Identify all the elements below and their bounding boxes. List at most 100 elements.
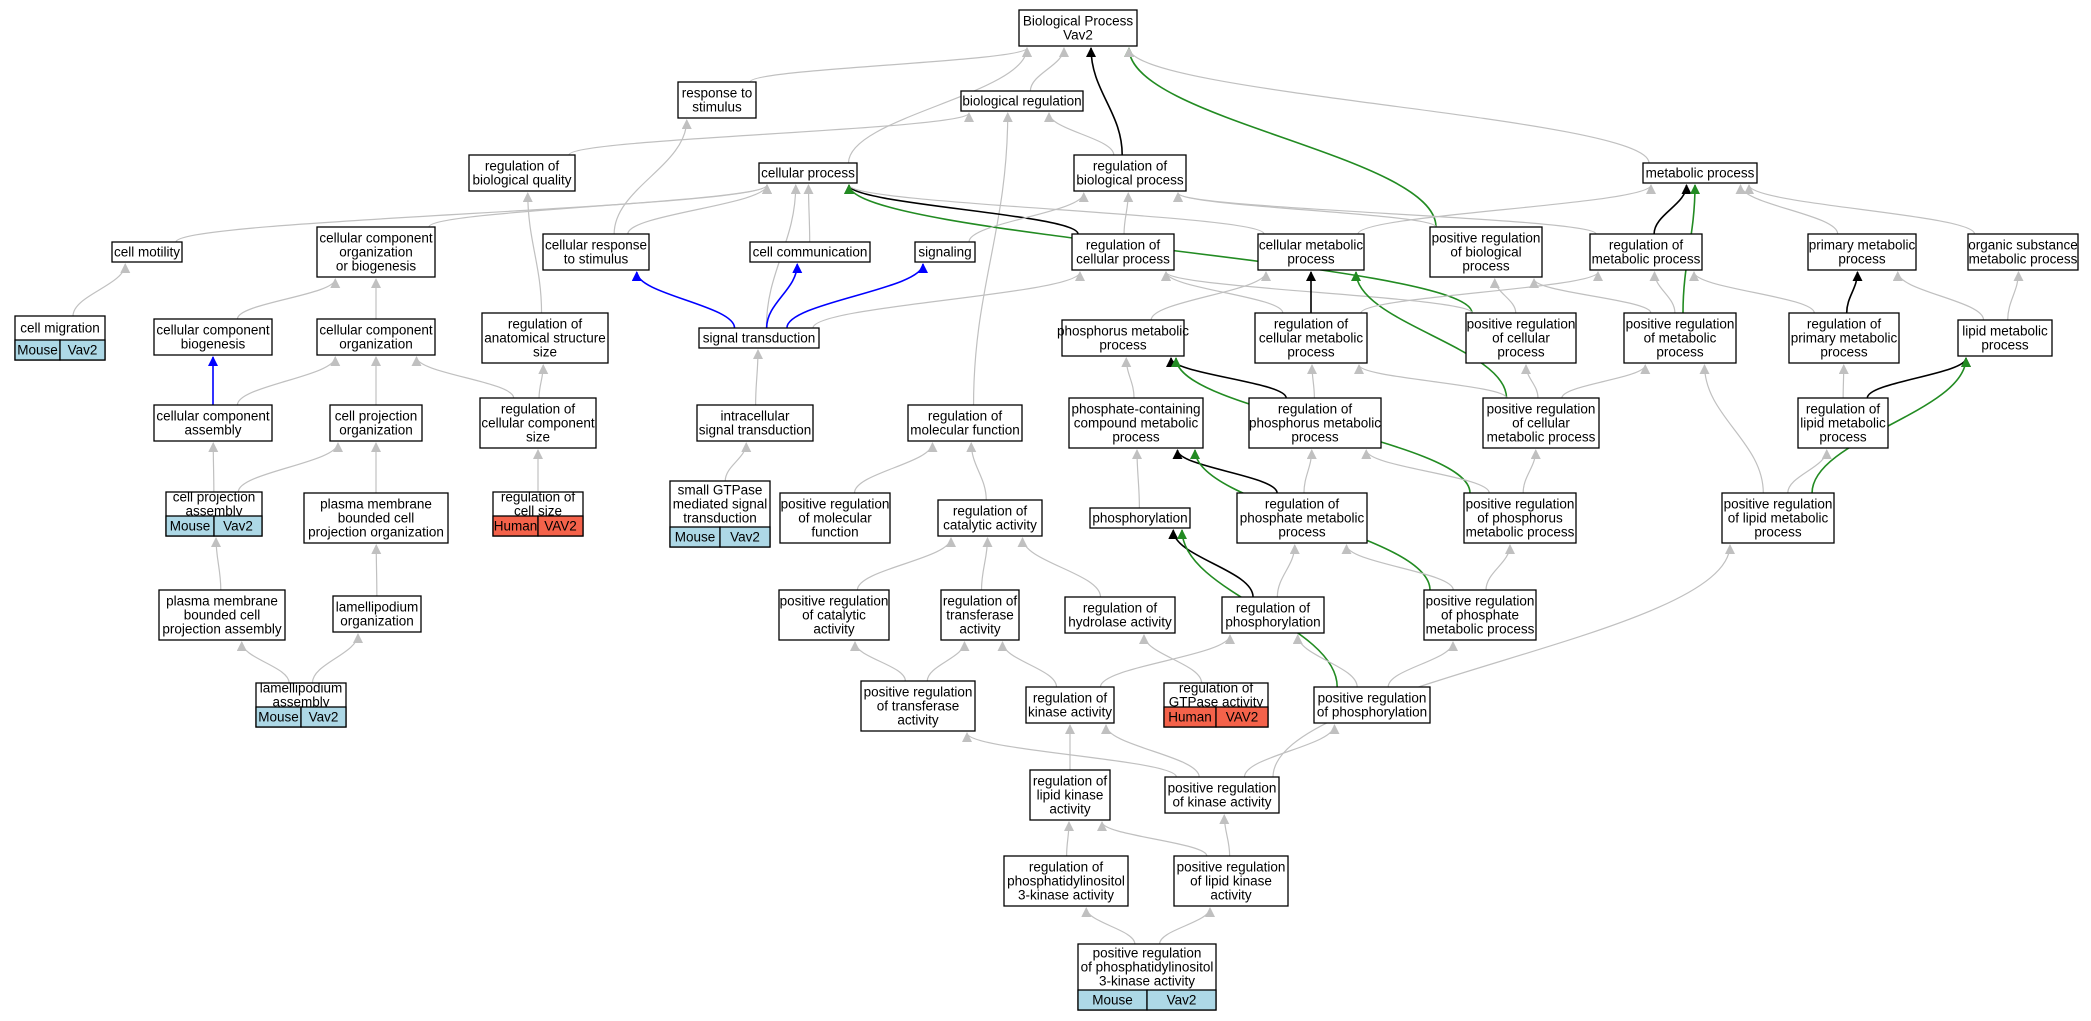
node-box bbox=[1313, 686, 1431, 724]
node-label-line: organization bbox=[339, 337, 413, 352]
edge-prphos-to-prpmp bbox=[1387, 641, 1458, 688]
node-label-line: process bbox=[1287, 345, 1335, 360]
node-phos[interactable]: phosphorylation bbox=[1089, 507, 1191, 529]
edge-prcmp-to-prmp bbox=[1561, 364, 1651, 399]
node-cmot[interactable]: cell motility bbox=[111, 241, 183, 263]
node-label-line: of metabolic bbox=[1644, 331, 1717, 346]
node-label-line: of lipid metabolic bbox=[1728, 511, 1829, 526]
node-rpi3k[interactable]: regulation ofphosphatidylinositol3-kinas… bbox=[1003, 855, 1129, 907]
node-ccom[interactable]: cell communication bbox=[749, 241, 871, 263]
node-box bbox=[1173, 855, 1289, 907]
node-label-line: biological regulation bbox=[962, 94, 1081, 109]
node-label-line: cellular component bbox=[481, 416, 595, 431]
node-label-line: metabolic process bbox=[1487, 430, 1596, 445]
edge-rphos-to-phos bbox=[1168, 529, 1254, 598]
node-label-line: projection organization bbox=[308, 525, 444, 540]
node-label-line: GTPase activity bbox=[1169, 695, 1264, 710]
node-label-line: of cellular bbox=[1512, 416, 1570, 431]
node-breg[interactable]: biological regulation bbox=[960, 90, 1084, 112]
node-label-line: assembly bbox=[272, 695, 329, 710]
node-label-line: lipid metabolic bbox=[1962, 324, 2048, 339]
node-sig[interactable]: signaling bbox=[914, 241, 976, 263]
edge-rbp-to-breg bbox=[1044, 112, 1115, 156]
node-box bbox=[860, 680, 976, 732]
node-st[interactable]: signal transduction bbox=[698, 327, 820, 349]
edge-ccb-to-ccob bbox=[236, 278, 341, 320]
node-label-line: positive regulation bbox=[1466, 497, 1575, 512]
node-box bbox=[698, 327, 820, 349]
node-label-line: response to bbox=[682, 86, 753, 101]
node-box bbox=[1967, 233, 2079, 271]
edge-prcp-to-rcp bbox=[1161, 271, 1473, 314]
node-box bbox=[329, 404, 423, 442]
node-box bbox=[1807, 233, 1917, 271]
tag-mouse-cell bbox=[1146, 989, 1217, 1011]
node-box bbox=[1797, 397, 1889, 449]
node-box bbox=[1003, 855, 1129, 907]
node-mp[interactable]: metabolic process bbox=[1642, 162, 1758, 184]
node-cp[interactable]: cellular process bbox=[758, 162, 858, 184]
node-box bbox=[153, 404, 273, 442]
node-label-line: regulation of bbox=[1179, 681, 1254, 696]
edge-ccob-to-cp bbox=[428, 184, 772, 228]
edge-rcmp-to-rmp bbox=[1360, 271, 1603, 314]
node-label-line: cell projection bbox=[173, 490, 256, 505]
